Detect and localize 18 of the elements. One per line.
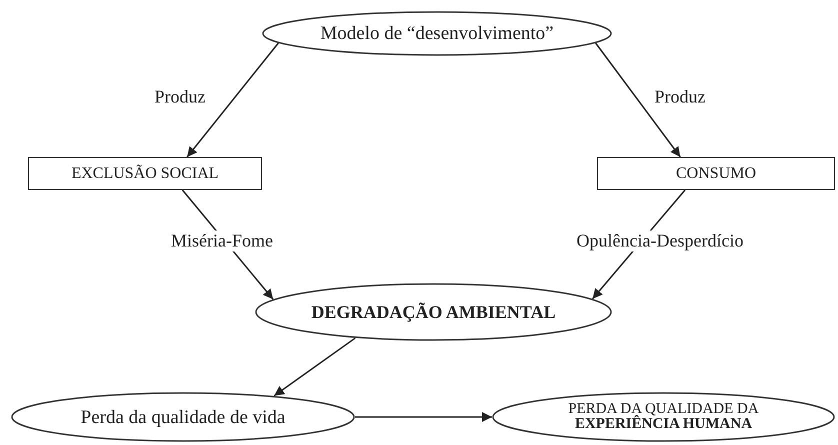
- ellipse-node: [11, 392, 355, 442]
- edge-label: Miséria-Fome: [169, 230, 275, 252]
- node-text: Perda da qualidade de vida: [80, 408, 286, 426]
- process-box: [597, 157, 835, 190]
- ellipse-node: [492, 392, 835, 442]
- node-text: Modelo de “desenvolvimento”: [320, 24, 554, 43]
- ellipse-node: [255, 283, 612, 341]
- process-box: [28, 157, 262, 190]
- arrow: [355, 412, 492, 422]
- node-text: DEGRADAÇÃO AMBIENTAL: [311, 303, 556, 321]
- node-text: CONSUMO: [676, 166, 756, 182]
- node-text: EXCLUSÃO SOCIAL: [71, 166, 219, 182]
- edge-label: Opulência-Desperdício: [574, 230, 746, 252]
- arrow: [274, 337, 356, 396]
- arrow: [595, 42, 681, 158]
- ellipse-node: [262, 11, 612, 56]
- node-text: PERDA DA QUALIDADE DA EXPERIÊNCIA HUMANA: [567, 402, 760, 432]
- arrow: [186, 42, 279, 158]
